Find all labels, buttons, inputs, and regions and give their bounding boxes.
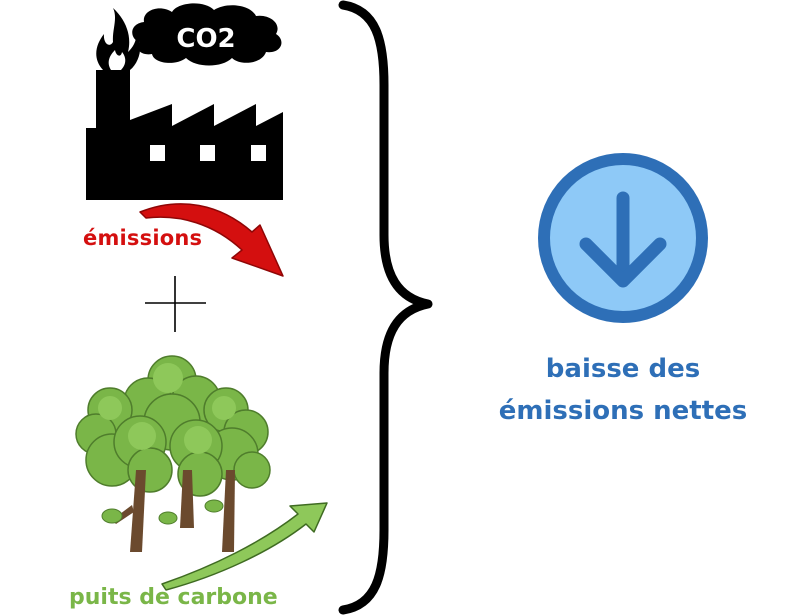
curly-brace (338, 0, 433, 615)
emissions-arrow (139, 203, 284, 277)
co2-label: CO2 (176, 24, 235, 54)
emissions-label: émissions (83, 226, 203, 250)
net-emissions-decrease-label: baisse des émissions nettes (488, 348, 758, 432)
factory-icon (86, 8, 283, 200)
result-line-2: émissions nettes (498, 396, 748, 426)
carbon-sink-arrow (161, 502, 328, 591)
plus-icon (145, 276, 206, 332)
result-line-1: baisse des (545, 354, 701, 384)
arrow-down-circle-icon (538, 153, 708, 323)
co2-cloud: CO2 (132, 3, 282, 66)
trees-icon (75, 355, 271, 552)
carbon-sinks-label: puits de carbone (69, 585, 278, 610)
